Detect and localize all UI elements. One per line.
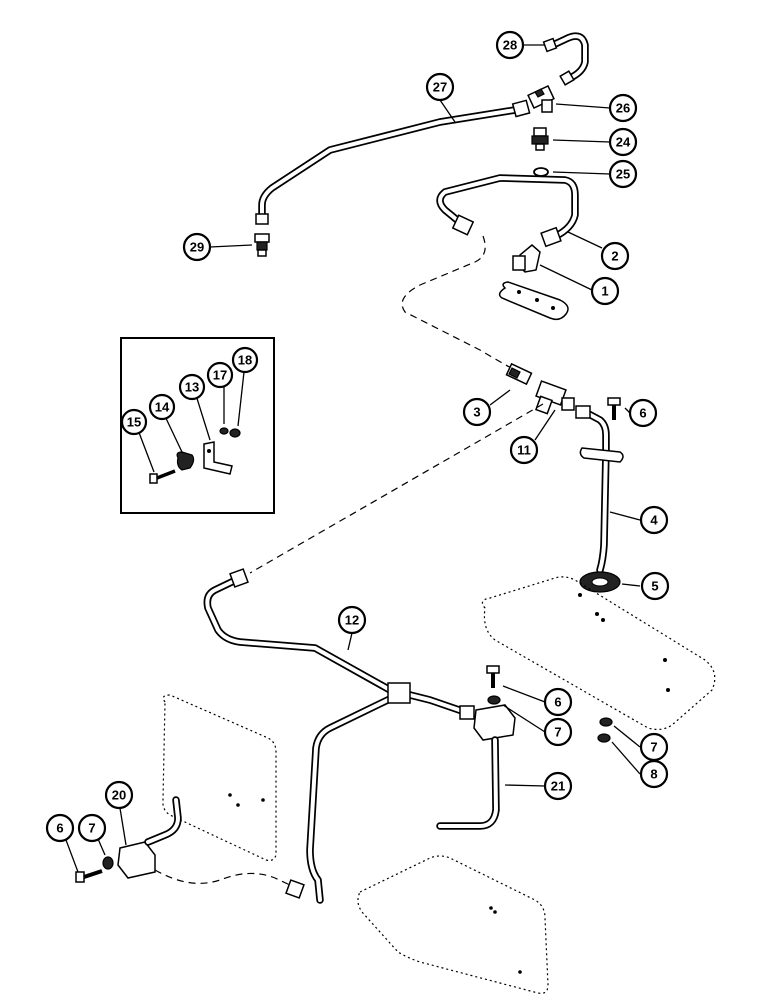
callout-21: 21 [543, 771, 573, 801]
callout-14: 14 [148, 393, 176, 421]
bolt-6c [75, 869, 103, 883]
callout-7b: 7 [639, 732, 669, 762]
callout-24: 24 [608, 127, 638, 157]
cover-plate-bottom-features [489, 906, 522, 974]
callout-7a: 7 [543, 717, 573, 747]
washer-17 [219, 427, 229, 435]
fitting-29 [254, 233, 270, 257]
svg-text:27: 27 [433, 80, 447, 95]
washer-7b [599, 717, 613, 727]
nut-18 [229, 428, 241, 438]
pipe-12 [203, 568, 475, 904]
svg-text:11: 11 [517, 443, 531, 458]
callout-15: 15 [120, 408, 148, 436]
svg-text:2: 2 [611, 249, 618, 264]
svg-text:13: 13 [185, 380, 199, 395]
svg-text:6: 6 [56, 821, 63, 836]
svg-text:24: 24 [616, 135, 631, 150]
callout-3: 3 [462, 397, 492, 427]
elbow-1 [512, 244, 541, 273]
callout-1: 1 [590, 276, 620, 306]
pipe-4 [575, 405, 624, 574]
callout-8: 8 [639, 759, 669, 789]
fitting-24 [531, 127, 549, 151]
clip-14 [176, 451, 195, 471]
svg-text:1: 1 [601, 284, 608, 299]
gasket-5 [579, 571, 621, 593]
svg-text:7: 7 [88, 821, 95, 836]
callout-6c: 6 [45, 813, 75, 843]
callout-28: 28 [495, 30, 525, 60]
svg-text:6: 6 [639, 406, 646, 421]
pipe-27 [255, 99, 531, 225]
dashed-connection-3 [154, 869, 291, 886]
pipe-28 [542, 32, 589, 86]
block-20 [117, 796, 182, 879]
cover-plate-right [481, 576, 716, 731]
svg-text:25: 25 [616, 167, 630, 182]
callout-18: 18 [231, 346, 259, 374]
callout-13: 13 [178, 373, 206, 401]
svg-text:26: 26 [616, 101, 630, 116]
callout-20: 20 [104, 780, 134, 810]
svg-text:7: 7 [650, 740, 657, 755]
svg-text:3: 3 [473, 405, 480, 420]
svg-text:6: 6 [554, 695, 561, 710]
dashed-connection-2 [249, 403, 544, 574]
callout-6b: 6 [543, 687, 573, 717]
svg-text:29: 29 [190, 240, 204, 255]
callout-7c: 7 [77, 813, 107, 843]
washer-7a [487, 695, 501, 705]
cover-plate-left [162, 694, 277, 862]
svg-text:21: 21 [551, 779, 565, 794]
svg-text:14: 14 [155, 400, 170, 415]
tee-11 [535, 380, 575, 415]
callout-2: 2 [600, 241, 630, 271]
dashed-connection-1 [401, 235, 516, 371]
svg-text:28: 28 [503, 38, 517, 53]
svg-text:8: 8 [650, 767, 657, 782]
callout-12: 12 [337, 605, 367, 635]
pipe-2 [436, 174, 579, 248]
callout-4: 4 [639, 505, 669, 535]
svg-text:20: 20 [112, 788, 126, 803]
svg-text:7: 7 [554, 725, 561, 740]
bolt-6b [486, 665, 500, 688]
svg-text:4: 4 [650, 513, 658, 528]
callout-6a: 6 [628, 398, 658, 428]
svg-text:17: 17 [213, 368, 227, 383]
callout-27: 27 [425, 72, 455, 102]
svg-text:18: 18 [238, 353, 252, 368]
cover-plate-bottom [357, 855, 549, 994]
fitting-3 [505, 362, 533, 386]
callout-5: 5 [640, 571, 670, 601]
callout-25: 25 [608, 159, 638, 189]
svg-text:15: 15 [127, 415, 141, 430]
inset-box [120, 337, 275, 514]
o-ring-25 [533, 167, 549, 177]
screw-15 [149, 469, 176, 484]
block-21 [436, 704, 516, 830]
cover-plate-left-features [228, 793, 265, 807]
bracket-13 [203, 441, 233, 475]
nut-8 [597, 733, 611, 743]
svg-text:5: 5 [651, 579, 658, 594]
callout-29: 29 [182, 232, 212, 262]
svg-text:12: 12 [345, 613, 359, 628]
leader-lines [62, 44, 641, 873]
callout-26: 26 [608, 93, 638, 123]
callout-11: 11 [509, 435, 539, 465]
cover-plate-right-features [578, 593, 670, 692]
bolt-6a [607, 397, 621, 420]
washer-7c [102, 856, 114, 870]
fitting-26 [527, 85, 555, 113]
callout-17: 17 [206, 361, 234, 389]
mount-plate [498, 281, 569, 321]
